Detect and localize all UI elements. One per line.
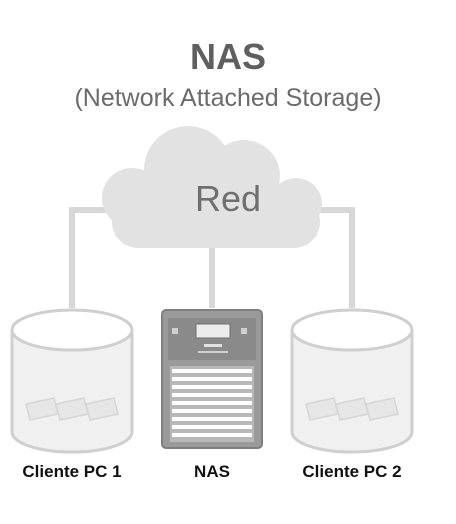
client1-label: Cliente PC 1 xyxy=(22,462,122,481)
cloud-icon xyxy=(102,126,322,248)
diagram-title: NAS xyxy=(189,36,266,77)
cloud-label: Red xyxy=(194,178,262,219)
nas-device-icon xyxy=(161,309,263,449)
client2-label: Cliente PC 2 xyxy=(302,462,402,481)
diagram-subtitle: (Network Attached Storage) xyxy=(74,84,382,112)
nas-label: NAS xyxy=(194,462,230,481)
client2-disk-icon xyxy=(290,308,414,454)
client1-disk-icon xyxy=(10,308,134,454)
